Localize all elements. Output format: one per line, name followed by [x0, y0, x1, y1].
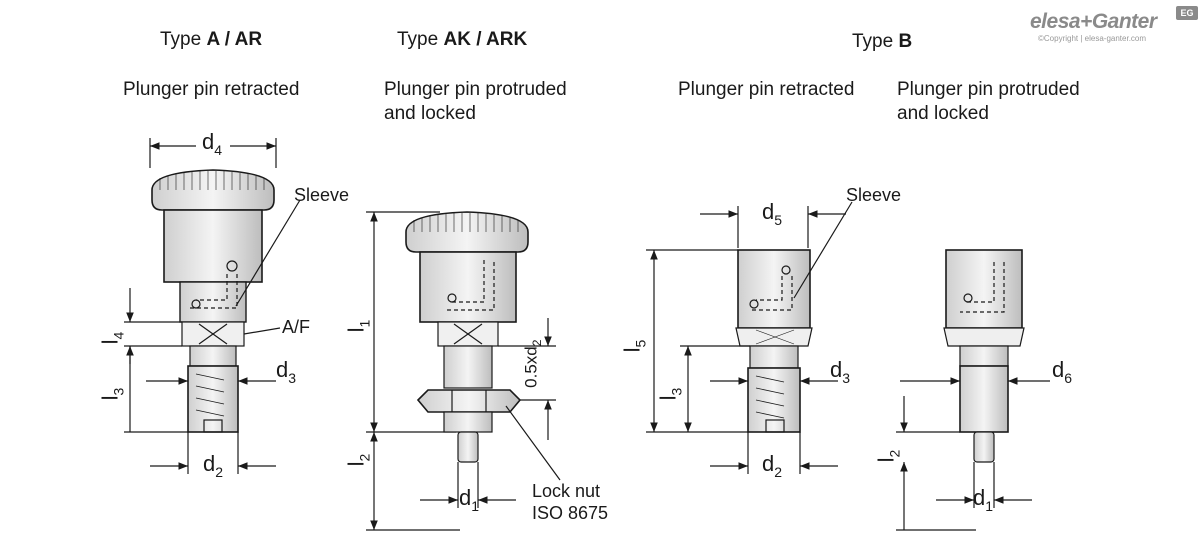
type-ak-drawing	[366, 211, 561, 531]
dim-l1: l1	[343, 319, 373, 333]
dim-half-d2: 0.5xd2	[521, 339, 544, 388]
dim-l3-a: l3	[97, 387, 127, 401]
label-sleeve-b: Sleeve	[846, 185, 902, 205]
type-a-drawing	[124, 138, 301, 474]
label-lock-nut-1: Lock nut	[532, 481, 601, 501]
caption-ak-line1: Plunger pin protruded	[384, 79, 567, 100]
dim-d2-b: d2	[762, 451, 783, 481]
dim-d1-b: d1	[973, 485, 994, 515]
caption-ak-line2: and locked	[384, 103, 476, 124]
label-af: A/F	[282, 317, 311, 337]
label-lock-nut-2: ISO 8675	[532, 503, 609, 523]
caption-b2-line1: Plunger pin protruded	[897, 79, 1080, 100]
type-b-title: Type B	[852, 31, 913, 52]
caption-b2-line2: and locked	[897, 103, 989, 124]
dim-d5: d5	[762, 199, 783, 229]
dim-l5: l5	[619, 339, 649, 353]
dim-d1-ak: d1	[459, 485, 480, 515]
dim-l2-ak: l2	[343, 453, 373, 467]
dim-d4: d4	[202, 129, 223, 159]
dim-d3-a: d3	[276, 357, 297, 387]
dim-d2-a: d2	[203, 451, 224, 481]
caption-a: Plunger pin retracted	[123, 79, 300, 100]
dim-l4: l4	[97, 331, 127, 345]
logo-copyright: ©Copyright | elesa-ganter.com	[1038, 34, 1147, 43]
dim-d3-b: d3	[830, 357, 851, 387]
logo-badge: EG	[1176, 6, 1198, 20]
dim-l3-b: l3	[655, 387, 685, 401]
type-b-retracted-drawing	[646, 201, 853, 474]
brand-logo: elesa+Ganter ©Copyright | elesa-ganter.c…	[1030, 6, 1198, 46]
logo-wordmark: elesa+Ganter	[1030, 10, 1157, 33]
label-sleeve-a: Sleeve	[294, 185, 350, 205]
dim-d6: d6	[1052, 357, 1073, 387]
type-a-title: Type A / AR	[160, 29, 263, 50]
type-b-protruded-drawing	[896, 249, 1050, 531]
caption-b1: Plunger pin retracted	[678, 79, 855, 100]
dim-l2-b: l2	[873, 449, 903, 463]
type-ak-title: Type AK / ARK	[397, 29, 528, 50]
